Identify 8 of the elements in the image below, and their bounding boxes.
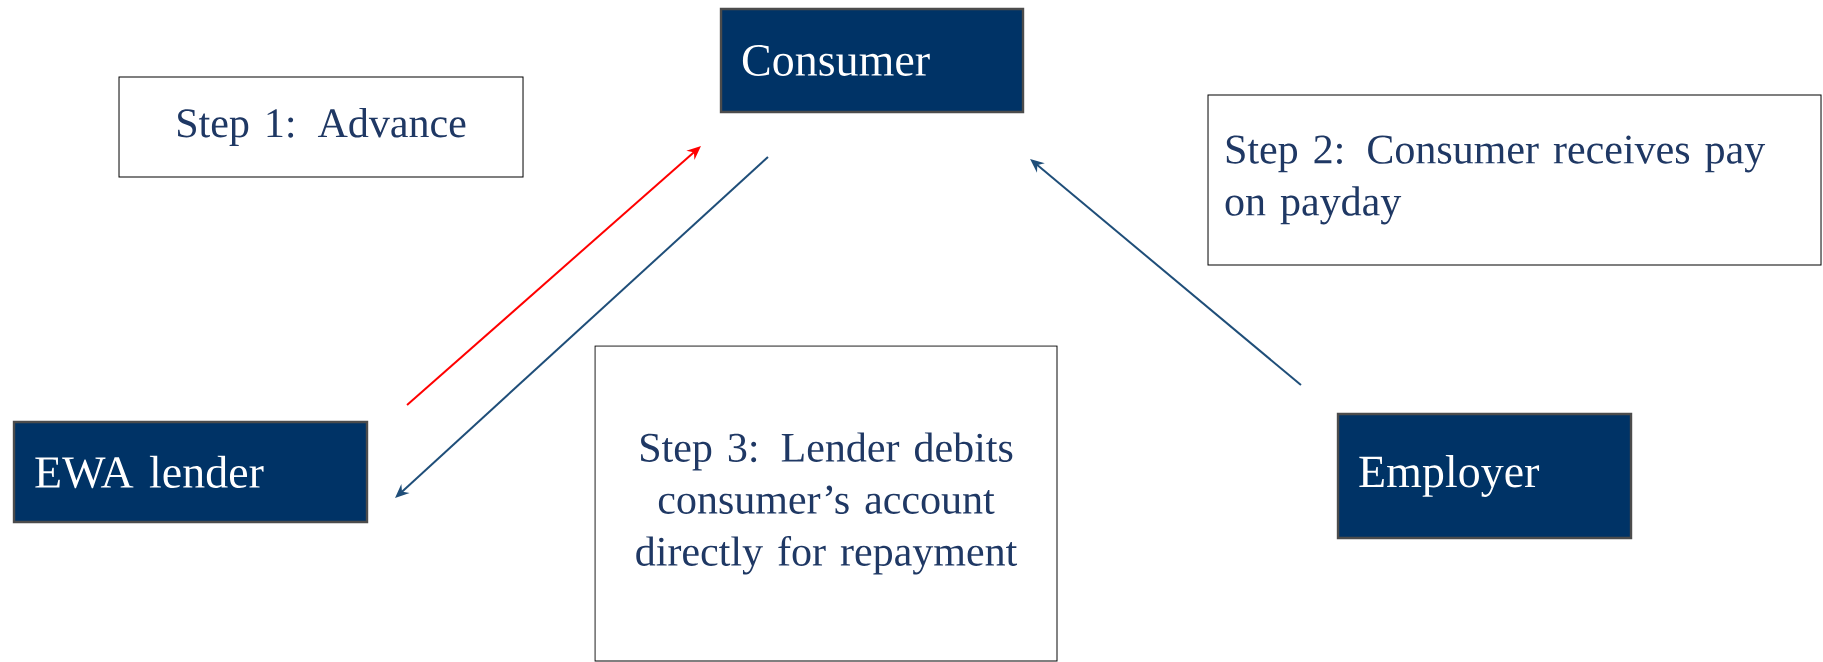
step-box: Step 1: Advance [118,76,524,178]
party-box: Employer [1336,412,1633,540]
party-box: Consumer [719,7,1025,114]
step-box: Step 2: Consumer receives pay on payday [1207,94,1822,266]
arrow [395,155,769,498]
step-box: Step 3: Lender debits consumer’s account directly for repayment [594,345,1058,662]
arrow [406,146,701,407]
party-box: EWA lender [12,420,369,524]
